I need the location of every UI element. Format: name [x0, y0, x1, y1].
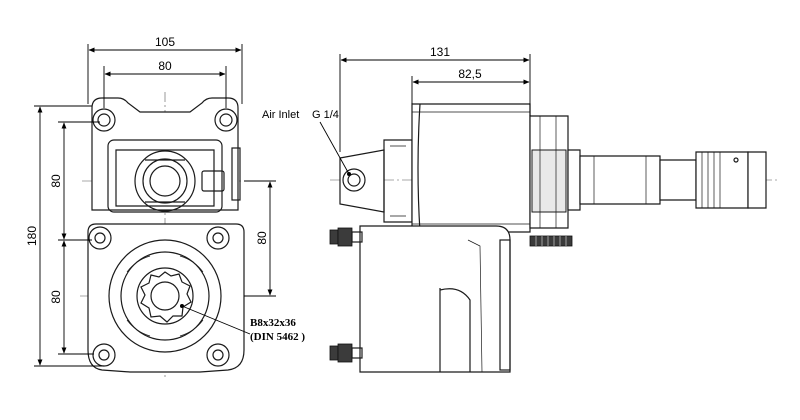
thread-label: G 1/4 [312, 109, 339, 121]
dim-height-lower: 80 [49, 290, 63, 304]
bolt-bottom-right [206, 343, 230, 367]
boss-top-left [92, 108, 116, 132]
splined-shaft [136, 267, 194, 325]
pump-body [359, 225, 511, 373]
standard-label: (DIN 5462 ) [250, 331, 305, 343]
bolt-upper [329, 227, 363, 247]
dim-height-upper: 80 [49, 174, 63, 188]
bolt-mid-left [88, 226, 112, 250]
output-flange [108, 239, 222, 353]
dim-width-inner: 80 [158, 59, 172, 73]
air-inlet-port [342, 168, 366, 192]
side-view [329, 103, 780, 373]
bolt-mid-right [206, 226, 230, 250]
dim-length-partial: 82,5 [458, 67, 482, 81]
air-inlet-block [339, 149, 385, 213]
main-body [411, 103, 531, 233]
bolt-right [529, 235, 573, 247]
dim-height-right: 80 [255, 231, 269, 245]
dim-width-overall: 105 [155, 35, 175, 49]
front-view [80, 92, 250, 378]
front-view-dimensions: 105 80 180 80 80 80 B8x32x36 (DIN 5462 ) [25, 35, 305, 367]
bolt-lower [329, 343, 363, 363]
upper-shaft [134, 150, 196, 212]
dim-length-overall: 131 [430, 45, 450, 59]
dim-height-overall: 180 [25, 226, 39, 246]
output-shaft [567, 149, 581, 211]
air-inlet-label: Air Inlet [262, 109, 299, 121]
splined-end [695, 151, 749, 209]
side-view-dimensions: 131 82,5 Air Inlet G 1/4 [262, 45, 531, 176]
spline-label: B8x32x36 [250, 317, 296, 329]
boss-top-right [214, 108, 238, 132]
